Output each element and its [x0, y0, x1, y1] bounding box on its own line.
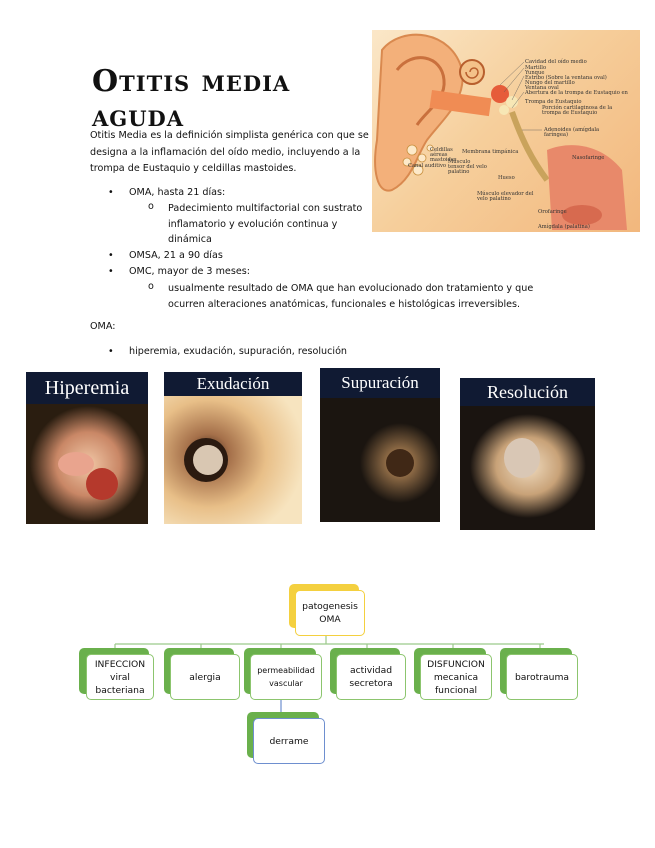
oma-stages-heading: OMA: — [90, 321, 116, 332]
anatomy-label: Músculo tensor del velo palatino — [448, 159, 487, 176]
anatomy-label: Cavidad del oído medio — [525, 59, 587, 65]
root-node: patogenesis OMA — [295, 590, 365, 636]
anatomy-label: Porción cartilaginosa de la trompa de Eu… — [542, 105, 613, 117]
anatomy-label: Músculo elevador del velo palatino — [477, 191, 534, 203]
anatomy-label: Canal auditivo — [408, 163, 447, 169]
bullet-omc-detail: usualmente resultado de OMA que han evol… — [168, 283, 534, 310]
anatomy-label: Trompa de Eustaquio — [525, 99, 582, 105]
resolucion-photo: Resolución — [460, 378, 595, 530]
anatomy-label: Hueso — [498, 175, 515, 181]
anatomy-label: Yunque — [525, 70, 545, 76]
bullet-omsa: OMSA, 21 a 90 días — [129, 250, 223, 261]
anatomy-label: Orofaringe — [538, 209, 567, 215]
anatomy-label: Membrana timpánica — [462, 149, 519, 155]
node-actividad: actividad secretora — [336, 654, 406, 700]
node-barotrauma: barotrauma — [506, 654, 578, 700]
node-alergia: alergia — [170, 654, 240, 700]
anatomy-label: Nungo del martillo — [525, 80, 575, 86]
otoscope-image — [360, 423, 440, 503]
anatomy-label: Martillo — [525, 65, 547, 71]
anatomy-label: Amígdala (palatina) — [538, 224, 590, 230]
anatomy-label: Ventana oval — [525, 85, 559, 91]
intro-paragraph: Otitis Media es la definición simplista … — [90, 130, 369, 174]
photo-caption: Exudación — [164, 372, 302, 396]
ear-anatomy-drawing — [374, 33, 627, 230]
bullet-oma-detail: Padecimiento multifactorial con sustrato… — [168, 203, 363, 245]
node-derrame: derrame — [253, 718, 325, 764]
ear-anatomy-illustration: Cavidad del oído medio Martillo Yunque E… — [372, 30, 640, 232]
exudacion-photo: Exudación — [164, 372, 302, 524]
anatomy-label: Estribo (Sobre la ventana oval) — [525, 75, 607, 81]
bullet-omc: OMC, mayor de 3 meses: — [129, 266, 250, 277]
photo-caption: Hiperemia — [26, 372, 148, 404]
anatomy-label: Abertura de la trompa de Eustaquio en — [525, 90, 628, 96]
photo-caption: Supuración — [320, 368, 440, 398]
bullet-oma: OMA, hasta 21 días: — [129, 187, 226, 198]
otoscope-image — [164, 396, 302, 524]
node-disfuncion: DISFUNCION mecanica funcional — [420, 654, 492, 700]
anatomy-label: Nasofaringe — [572, 155, 605, 161]
document-title: Otitis media aguda — [92, 64, 291, 134]
otoscope-image — [470, 414, 586, 518]
node-permeabilidad: permeabilidad vascular — [250, 654, 322, 700]
otoscope-image — [30, 406, 146, 522]
oma-stages-text: hiperemia, exudación, supuración, resolu… — [129, 346, 348, 357]
hiperemia-photo: Hiperemia — [26, 372, 148, 524]
anatomy-label: Celdillas aéreas mastoides — [430, 147, 457, 164]
photo-caption: Resolución — [460, 378, 595, 406]
supuracion-photo: Supuración — [320, 368, 440, 522]
anatomy-label: Adenoides (amígdala faríngea) — [544, 127, 600, 139]
node-infeccion: INFECCION viral bacteriana — [86, 654, 154, 700]
